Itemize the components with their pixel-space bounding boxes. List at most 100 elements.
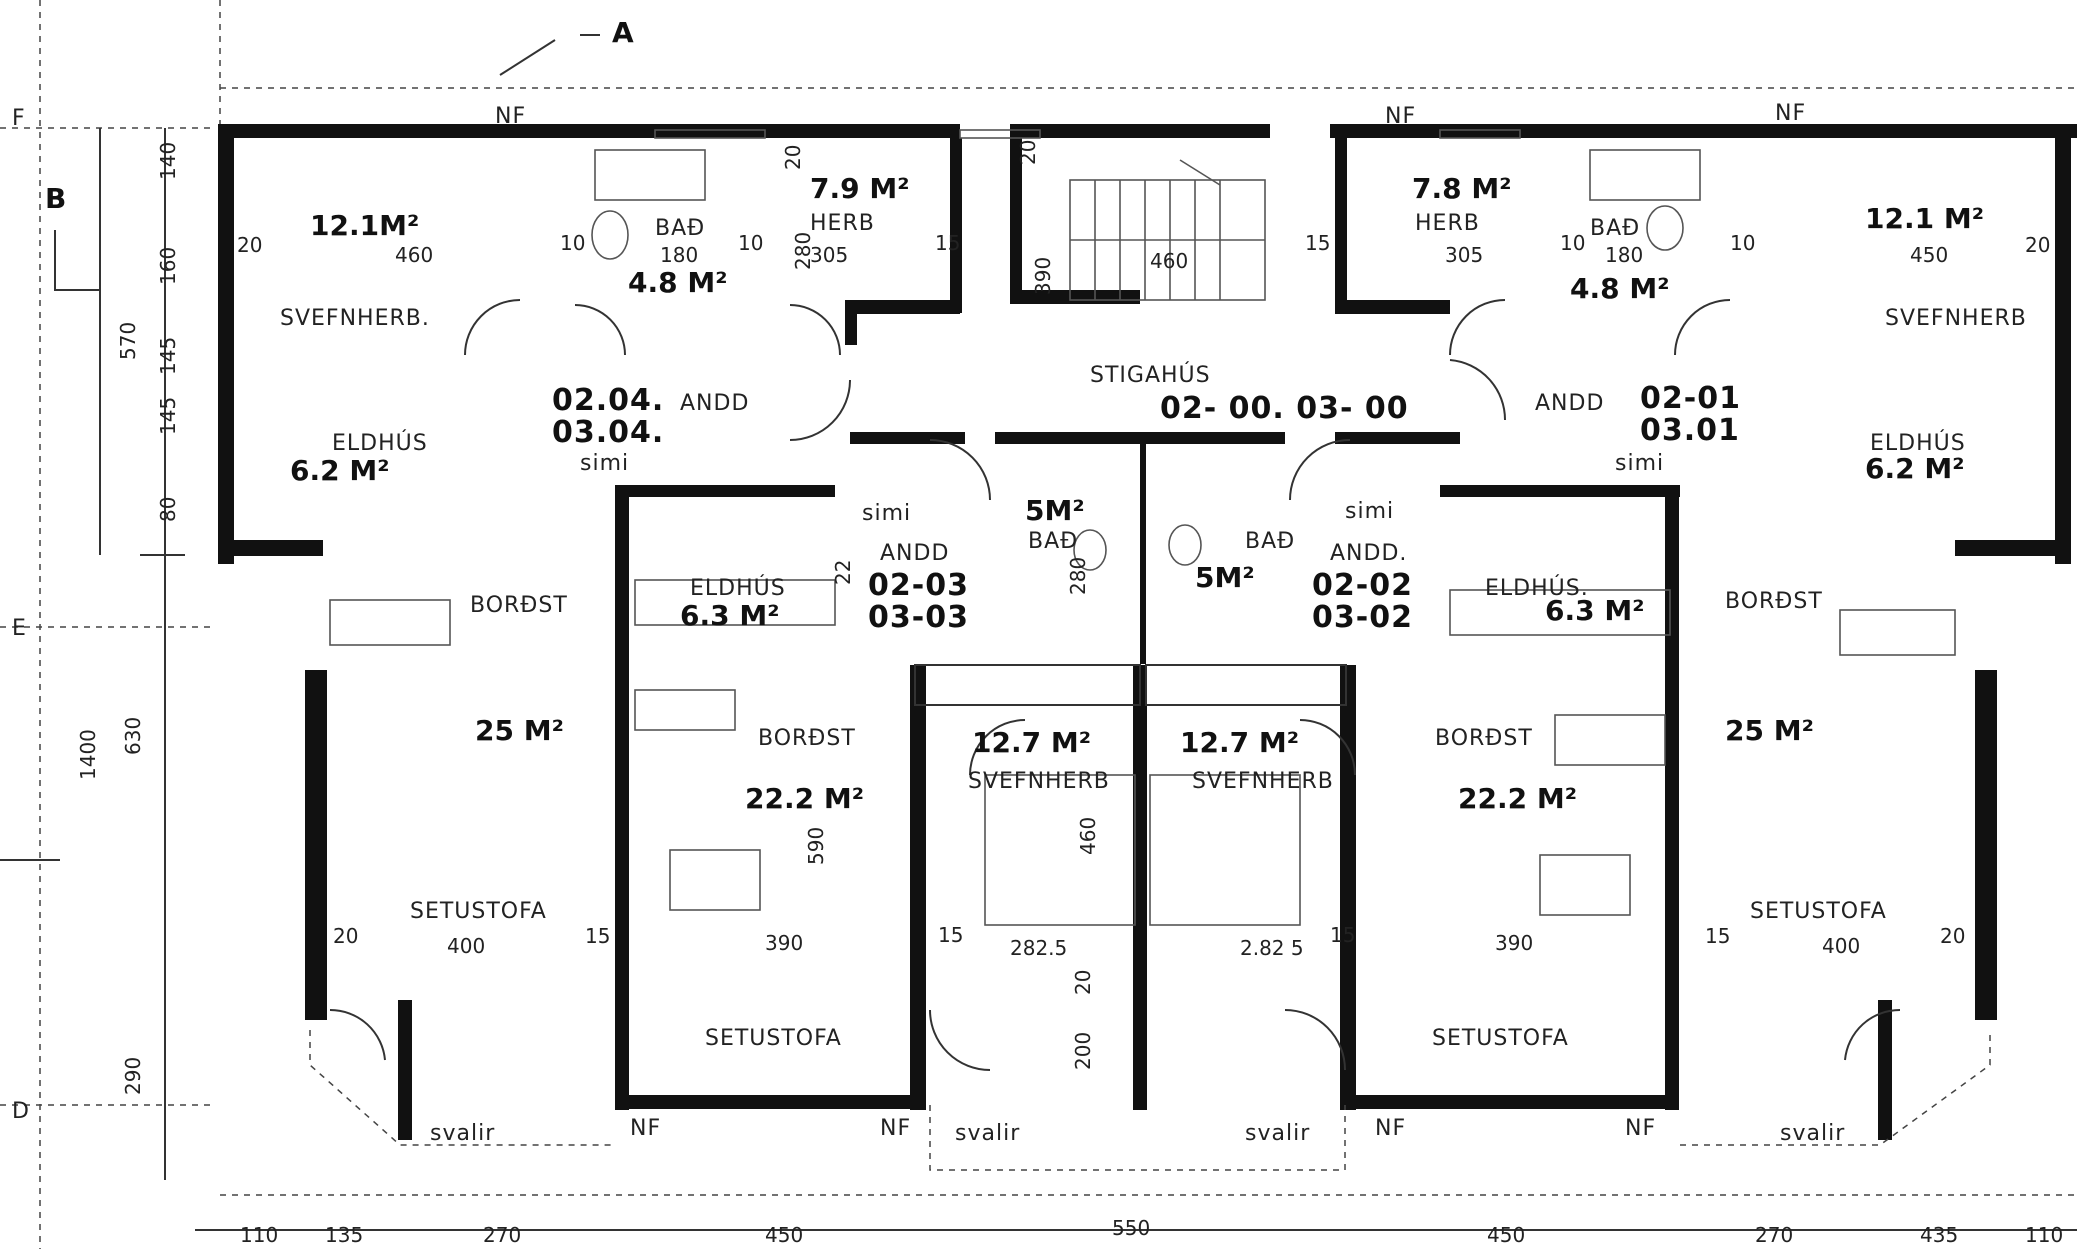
room-name: SVEFNHERB xyxy=(1192,769,1334,794)
room-area: 6.3 M² xyxy=(1545,594,1644,627)
dimension: 460 xyxy=(1150,249,1188,273)
room-name: SVEFNHERB xyxy=(1885,306,2027,331)
apartment-code: 02-03 xyxy=(868,568,969,603)
room-name: BORÐST xyxy=(470,593,568,618)
dimension: 15 xyxy=(935,231,960,255)
dimension: 2.82 5 xyxy=(1240,936,1304,960)
dimension: 590 xyxy=(804,827,828,865)
room-name: SETUSTOFA xyxy=(705,1026,842,1051)
dimension: 460 xyxy=(395,243,433,267)
exterior-walls xyxy=(218,124,2077,1140)
room-area: 25 M² xyxy=(475,714,564,747)
nf-mark: NF xyxy=(1385,104,1416,129)
dimension: 630 xyxy=(121,717,145,755)
room-name: ANDD. xyxy=(1330,541,1407,566)
section-marker-a: A xyxy=(612,16,634,49)
dimension: 180 xyxy=(1605,243,1643,267)
nf-mark: NF xyxy=(880,1116,911,1141)
apartment-left-outer: 12.1M² 20 460 SVEFNHERB. BAÐ 180 10 10 4… xyxy=(237,145,909,1146)
room-name: ELDHÚS xyxy=(332,430,428,456)
nf-mark: NF xyxy=(1375,1116,1406,1141)
dimension: 140 xyxy=(156,142,180,180)
room-name: svalir xyxy=(955,1121,1020,1146)
phone-label: simi xyxy=(1345,499,1394,524)
dimension: 10 xyxy=(1730,231,1755,255)
dimension: 280 xyxy=(1066,557,1090,595)
nf-mark: NF xyxy=(1625,1116,1656,1141)
stairwell-code: 02- 00. 03- 00 xyxy=(1160,391,1409,426)
dimension: 400 xyxy=(1822,934,1860,958)
dimension: 180 xyxy=(660,243,698,267)
dimension: 145 xyxy=(156,337,180,375)
dimension: 15 xyxy=(585,924,610,948)
dimension: 15 xyxy=(938,923,963,947)
nf-mark: NF xyxy=(1775,101,1806,126)
room-area: 12.1M² xyxy=(310,209,419,242)
room-area: 12.7 M² xyxy=(972,726,1091,759)
dimension: 305 xyxy=(1445,243,1483,267)
room-name: SETUSTOFA xyxy=(1432,1026,1569,1051)
dimension: 450 xyxy=(1910,243,1948,267)
grid-label-e: E xyxy=(12,616,27,641)
apartment-code: 03-02 xyxy=(1312,600,1413,635)
phone-label: simi xyxy=(580,451,629,476)
room-name: ELDHÚS. xyxy=(1485,575,1589,601)
room-name: ANDD xyxy=(1535,391,1604,416)
apartment-code: 03-03 xyxy=(868,600,969,635)
room-area: 25 M² xyxy=(1725,714,1814,747)
dimension: 10 xyxy=(1560,231,1585,255)
dimension: 390 xyxy=(1495,931,1533,955)
apartment-code: 02.04. xyxy=(552,383,664,418)
room-area: 22.2 M² xyxy=(1458,782,1577,815)
stairwell: STIGAHÚS 02- 00. 03- 00 390 460 20 15 xyxy=(935,140,1409,426)
dimension: 460 xyxy=(1076,817,1100,855)
apartment-right-inner: ANDD. simi 02-02 03-02 ELDHÚS. 6.3 M² 5M… xyxy=(1180,499,1644,1146)
apartment-right-outer: 7.8 M² HERB 305 15 BAÐ 180 10 10 4.8 M² … xyxy=(1305,172,2050,1146)
bottom-dimension-chain: 110 135 270 450 550 450 270 435 110 xyxy=(195,1216,2077,1247)
room-area: 12.7 M² xyxy=(1180,726,1299,759)
dimension: 450 xyxy=(765,1223,803,1247)
apartment-left-inner: ANDD simi 02-03 03-03 ELDHÚS 6.3 M² 22 5… xyxy=(680,494,1110,1146)
apartment-code: 02-02 xyxy=(1312,568,1413,603)
dimension: 15 xyxy=(1305,231,1330,255)
room-name: ELDHÚS xyxy=(690,575,786,601)
dimension: 15 xyxy=(1330,923,1355,947)
dimension: 305 xyxy=(810,243,848,267)
grid-label-f: F xyxy=(12,106,26,131)
dimension: 20 xyxy=(2025,233,2050,257)
room-area: 22.2 M² xyxy=(745,782,864,815)
room-name: SVEFNHERB xyxy=(968,769,1110,794)
dimension: 20 xyxy=(333,924,358,948)
apartment-code: 03.04. xyxy=(552,415,664,450)
room-name: HERB xyxy=(810,211,875,236)
dimension: 1400 xyxy=(76,729,100,780)
dimension: 20 xyxy=(1071,970,1095,995)
room-name: BAÐ xyxy=(1590,216,1640,241)
dimension: 20 xyxy=(781,145,805,170)
dimension: 145 xyxy=(156,397,180,435)
dimension: 400 xyxy=(447,934,485,958)
room-name: ANDD xyxy=(680,391,749,416)
room-name: HERB xyxy=(1415,211,1480,236)
dimension: 390 xyxy=(765,931,803,955)
dimension: 570 xyxy=(116,322,140,360)
room-name: svalir xyxy=(1780,1121,1845,1146)
dimension: 450 xyxy=(1487,1223,1525,1247)
dimension: 20 xyxy=(237,233,262,257)
dimension: 270 xyxy=(483,1223,521,1247)
dimension: 280 xyxy=(791,232,815,270)
room-area: 6.2 M² xyxy=(290,454,389,487)
phone-label: simi xyxy=(862,501,911,526)
room-area: 4.8 M² xyxy=(1570,272,1669,305)
room-name: SETUSTOFA xyxy=(1750,899,1887,924)
room-name: BAÐ xyxy=(1028,529,1078,554)
dimension: 20 xyxy=(1016,140,1040,165)
room-area: 6.2 M² xyxy=(1865,452,1964,485)
room-name: BAÐ xyxy=(655,216,705,241)
room-name: SVEFNHERB. xyxy=(280,306,430,331)
dimension: 110 xyxy=(2025,1223,2063,1247)
dimension: 435 xyxy=(1920,1223,1958,1247)
dimension: 282.5 xyxy=(1010,936,1067,960)
